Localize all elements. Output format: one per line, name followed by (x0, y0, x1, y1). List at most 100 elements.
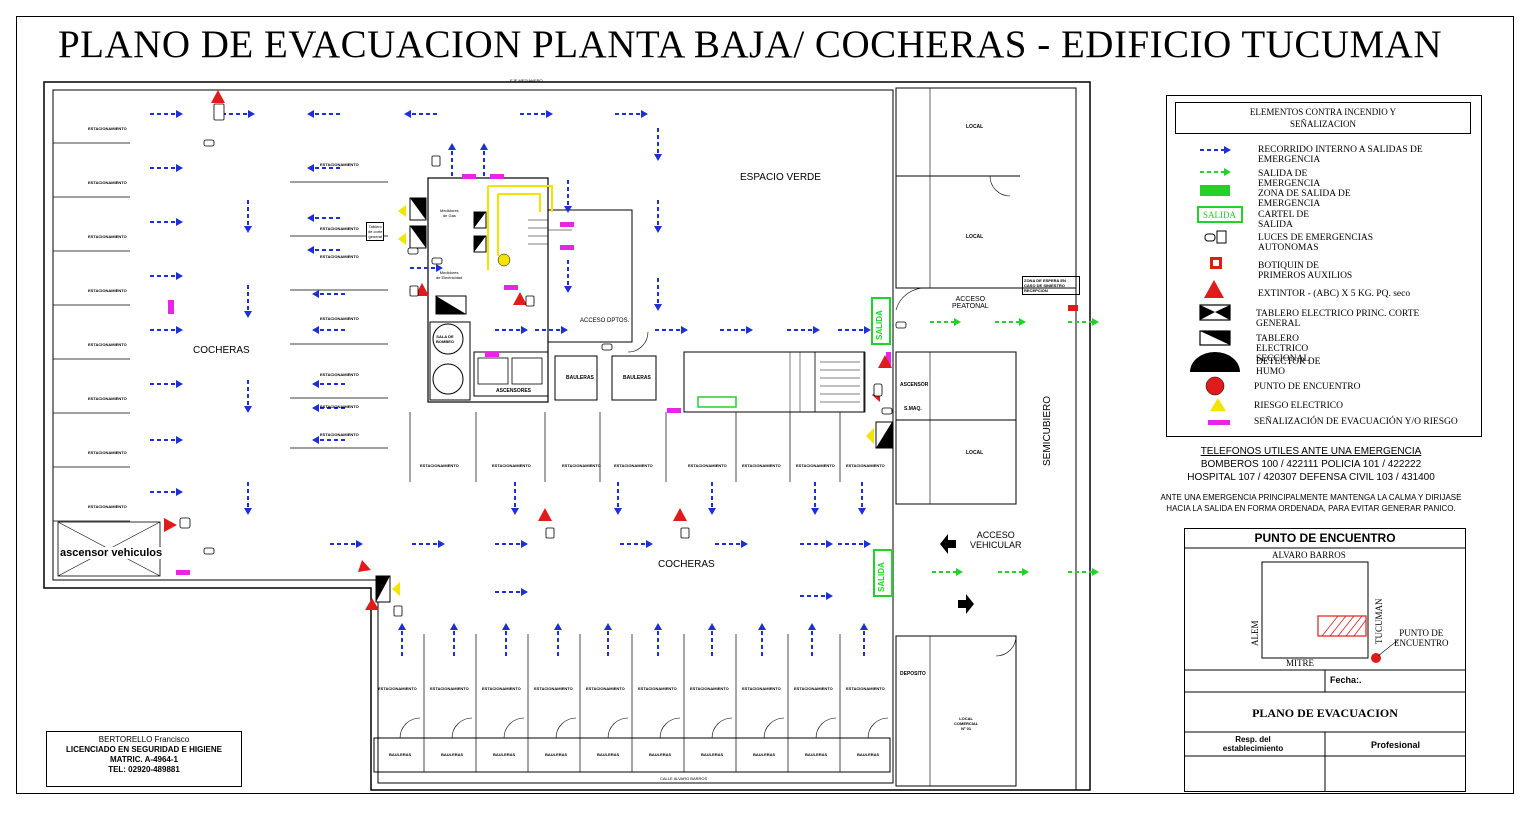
extinguisher-icon (365, 598, 379, 610)
route-arrow (614, 482, 622, 515)
meeting-point-icon (1205, 376, 1225, 396)
route-arrow (655, 326, 688, 334)
street-bottom: MITRE (1286, 658, 1314, 668)
resp-label: Resp. del establecimiento (1222, 735, 1284, 753)
salida-sign-icon (1197, 206, 1243, 223)
stall-label: ESTACIONAMIENTO (534, 686, 573, 691)
signature-name: BERTORELLO Francisco (98, 735, 190, 744)
meeting-point-map (1184, 547, 1466, 792)
phones-title: TELEFONOS UTILES ANTE UNA EMERGENCIA (1200, 446, 1422, 457)
route-arrow (412, 540, 445, 548)
route-arrow (708, 623, 716, 656)
route-arrow (307, 214, 340, 222)
page-title: PLANO DE EVACUACION PLANTA BAJA/ COCHERA… (57, 23, 1442, 66)
meeting-point-marker (497, 253, 511, 267)
route-arrow (554, 623, 562, 656)
route-arrow (708, 482, 716, 515)
legend-item-exit: SALIDA DE EMERGENCIA (1258, 169, 1321, 189)
extinguisher-icon (1204, 280, 1224, 298)
stall-label: ESTACIONAMIENTO (320, 432, 359, 437)
stall-label: ESTACIONAMIENTO (88, 180, 127, 185)
stall-label: ESTACIONAMIENTO (88, 450, 127, 455)
baulera-label: BAULERAS (649, 752, 672, 757)
signature-matric: MATRIC. A-4964-1 (109, 755, 178, 764)
stall-label: ESTACIONAMIENTO (320, 316, 359, 321)
signage-marker (490, 174, 504, 179)
meeting-point-panel (1184, 528, 1466, 792)
route-arrow (404, 110, 437, 118)
smoke-detector-icon (1190, 352, 1240, 372)
acceso-peatonal-label: ACCESO PEATONAL (952, 296, 989, 310)
salida-sign (871, 297, 891, 345)
route-arrow (307, 110, 340, 118)
exit-zones (697, 396, 737, 408)
stall-label: ESTACIONAMIENTO (796, 463, 835, 468)
stall-label: ESTACIONAMIENTO (586, 686, 625, 691)
baulera-label: BAULERAS (857, 752, 880, 757)
route-arrow (150, 380, 183, 388)
extinguisher-icon (538, 508, 552, 521)
route-arrow (150, 218, 183, 226)
exit-arrow (930, 318, 961, 326)
extinguishers (164, 90, 892, 610)
route-arrow (450, 623, 458, 656)
local-label: LOCAL (966, 124, 984, 130)
walls (43, 81, 1091, 791)
local-label: LOCAL (966, 234, 984, 240)
semicubierto-label: SEMICUBIERO (1042, 395, 1053, 466)
local-comercial-label: LOCAL COMERCIAL Nº 01 (954, 716, 979, 731)
green-zone-icon (1200, 185, 1230, 196)
stall-label: ESTACIONAMIENTO (320, 162, 359, 167)
note-line-1: ANTE UNA EMERGENCIA PRINCIPALMENTE MANTE… (1160, 493, 1462, 502)
exit-routes (930, 318, 1099, 576)
legend-item-first-aid: BOTIQUIN DE PRIMEROS AUXILIOS (1258, 261, 1353, 281)
ascensor-vehiculos-label: ascensor vehiculos (60, 547, 163, 559)
sala-maquinas-label: S.MAQ. (904, 406, 922, 412)
route-arrow (758, 623, 766, 656)
signage-markers (168, 174, 1078, 575)
stall-label: ESTACIONAMIENTO (846, 463, 885, 468)
legend-item-sectional-panel: TABLERO ELECTRICO SECCIONAL (1256, 334, 1310, 364)
route-arrow (787, 326, 820, 334)
signage-marker (560, 245, 574, 250)
sala-bombeo-label: SALA DE BOMBEO (436, 334, 454, 344)
route-arrow (150, 272, 183, 280)
salida-sign-text: SALIDA (877, 562, 886, 592)
meeting-point-marker-label: PUNTO DE ENCUENTRO (1394, 628, 1449, 648)
route-arrow (244, 482, 252, 515)
fecha-label: Fecha:. (1330, 675, 1362, 685)
baulera-label: BAULERAS (597, 752, 620, 757)
extinguisher-icon (513, 292, 527, 305)
medidores-electricidad-label: Medidores de Electricidad (436, 270, 463, 280)
stall-label: ESTACIONAMIENTO (688, 463, 727, 468)
stall-label: ESTACIONAMIENTO (88, 504, 127, 509)
legend-item-route: RECORRIDO INTERNO A SALIDAS DE EMERGENCI… (1258, 145, 1423, 165)
salida-sign-icon-text: SALIDA (1203, 210, 1236, 220)
stall-label: ESTACIONAMIENTO (794, 686, 833, 691)
baulera-label: BAULERAS (623, 375, 651, 381)
route-arrow (448, 143, 456, 176)
salida-sign (873, 549, 893, 597)
legend-item-zone: ZONA DE SALIDA DE EMERGENCIA (1258, 189, 1351, 209)
legend-item-risk: RIESGO ELECTRICO (1254, 401, 1343, 411)
legend-item-main-panel: TABLERO ELECTRICO PRINC. CORTE GENERAL (1256, 309, 1420, 329)
legend-item-signage: SEÑALIZACIÓN DE EVACUACIÓN Y/O RIESGO (1254, 417, 1458, 427)
route-arrow (800, 592, 833, 600)
street-top: ALVARO BARROS (1272, 550, 1346, 560)
ascensor-label: ASCENSOR (900, 382, 929, 388)
signage-marker (560, 222, 574, 227)
bottom-wall-text: CALLE ALVARO BARROS (660, 776, 708, 781)
stall-label: ESTACIONAMIENTO (420, 463, 459, 468)
route-arrow (398, 623, 406, 656)
stall-label: ESTACIONAMIENTO (320, 254, 359, 259)
arrow-left-icon (940, 534, 956, 554)
route-arrow (615, 110, 648, 118)
route-arrow (495, 326, 528, 334)
stall-label: ESTACIONAMIENTO (88, 396, 127, 401)
deposito-label: DEPOSITO (900, 671, 926, 677)
blue-dashed-arrow-icon (1200, 146, 1231, 154)
route-arrow (811, 482, 819, 515)
acceso-vehicular-label: ACCESO VEHICULAR (970, 530, 1022, 550)
cocheras-label: COCHERAS (658, 559, 715, 570)
signage-marker (504, 285, 518, 290)
